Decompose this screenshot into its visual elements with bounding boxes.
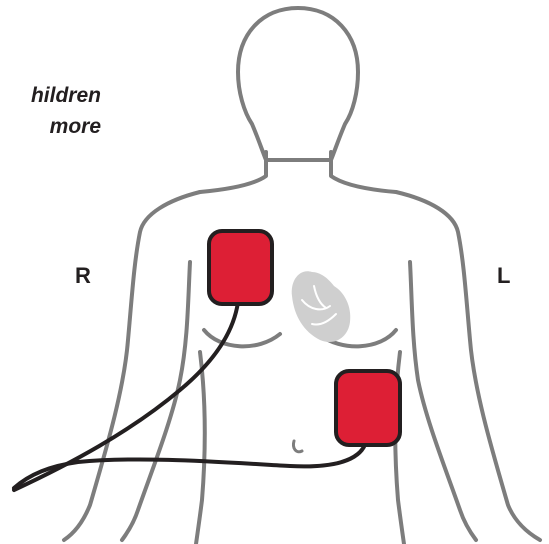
head-outline <box>238 8 358 160</box>
left-pec-line <box>204 330 280 346</box>
neck-outline <box>200 152 266 192</box>
navel <box>293 441 302 452</box>
lower-left-side-pad <box>336 371 400 445</box>
neck-outline-right <box>331 152 396 192</box>
left-waist-outline <box>196 352 205 544</box>
upper-right-chest-pad <box>209 231 272 304</box>
left-shoulder-arm-outline <box>64 192 200 540</box>
heart-icon <box>292 271 351 342</box>
lower-pad-cable <box>14 442 366 488</box>
